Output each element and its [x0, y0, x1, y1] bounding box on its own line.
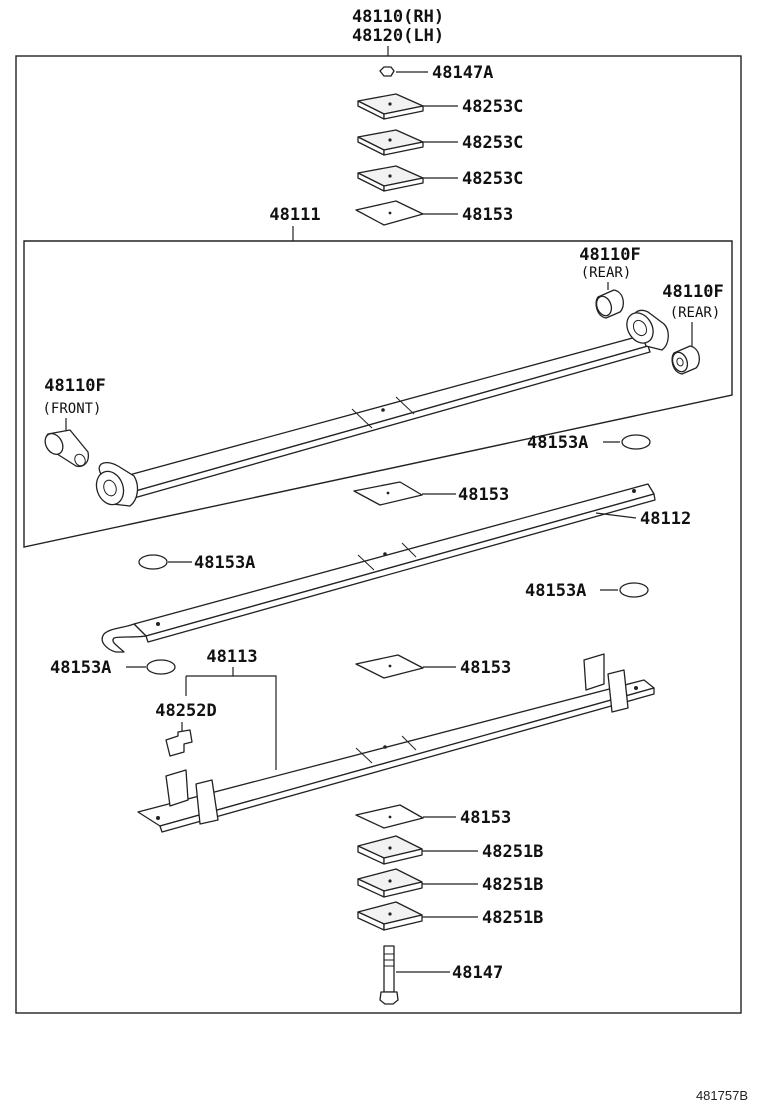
spacer-48253c-3: 48253C	[357, 165, 523, 192]
silencer-4-label: 48153A	[50, 658, 111, 678]
silencer-48153a-2: 48153A	[138, 553, 255, 573]
assembly-rh-label: 48110(RH)	[352, 7, 444, 27]
bushing-rear-1-label: 48110F	[579, 245, 640, 265]
silencer-3-label: 48153A	[525, 581, 586, 601]
second-leaf-48112: 48112	[101, 483, 691, 653]
silencer-48153a-3: 48153A	[525, 581, 649, 601]
bushing-front: 48110F (FRONT)	[42, 376, 106, 468]
silencer-48153a-1: 48153A	[527, 433, 651, 453]
third-leaf-48113	[137, 653, 655, 833]
assembly-outline-box	[15, 55, 742, 1014]
main-leaf-label: 48111	[269, 205, 320, 225]
assembly-lh-label: 48120(LH)	[352, 26, 444, 46]
insert-top-label: 48153	[462, 205, 513, 225]
spacer-2-label: 48253C	[462, 133, 523, 153]
figure-reference: 481757B	[696, 1088, 748, 1103]
insert-48153-top: 48153	[355, 200, 513, 226]
spacer-48253c-2: 48253C	[357, 129, 523, 156]
clip-label: 48252D	[155, 701, 216, 721]
center-bolt-label: 48147	[452, 963, 503, 983]
main-leaf-group-box	[23, 240, 733, 548]
spacer-b2-label: 48251B	[482, 875, 543, 895]
main-leaf-48111	[95, 309, 669, 507]
nut-label: 48147A	[432, 63, 493, 83]
nut-48147a: 48147A	[379, 63, 493, 83]
spacer-48251b-2: 48251B	[357, 868, 543, 898]
leaf-3-label: 48113	[206, 647, 257, 667]
insert-2-label: 48153	[458, 485, 509, 505]
bushing-rear-2: 48110F (REAR)	[662, 282, 724, 375]
bushing-rear-1: 48110F (REAR)	[579, 245, 641, 319]
insert-4-label: 48153	[460, 808, 511, 828]
spacer-48253c-1: 48253C	[357, 93, 523, 120]
silencer-1-label: 48153A	[527, 433, 588, 453]
spacer-b1-label: 48251B	[482, 842, 543, 862]
spacer-3-label: 48253C	[462, 169, 523, 189]
insert-48153-3: 48153	[355, 654, 511, 679]
insert-48153-2: 48153	[353, 481, 509, 506]
spacer-48251b-3: 48251B	[357, 901, 543, 931]
bushing-front-label: 48110F	[44, 376, 105, 396]
bushing-front-note: (FRONT)	[42, 401, 101, 417]
bushing-rear-2-note: (REAR)	[670, 305, 721, 321]
spacer-b3-label: 48251B	[482, 908, 543, 928]
leaf-3-leader	[232, 667, 277, 770]
spacer-1-label: 48253C	[462, 97, 523, 117]
clip-48252d: 48252D	[155, 701, 217, 757]
center-bolt-48147: 48147	[379, 945, 503, 1005]
leaf-2-label: 48112	[640, 509, 691, 529]
silencer-48153a-4: 48153A	[50, 658, 176, 678]
silencer-2-label: 48153A	[194, 553, 255, 573]
insert-3-label: 48153	[460, 658, 511, 678]
spacer-48251b-1: 48251B	[357, 835, 543, 865]
bushing-rear-1-note: (REAR)	[581, 265, 632, 281]
insert-48153-4: 48153	[355, 804, 511, 829]
bushing-rear-2-label: 48110F	[662, 282, 723, 302]
